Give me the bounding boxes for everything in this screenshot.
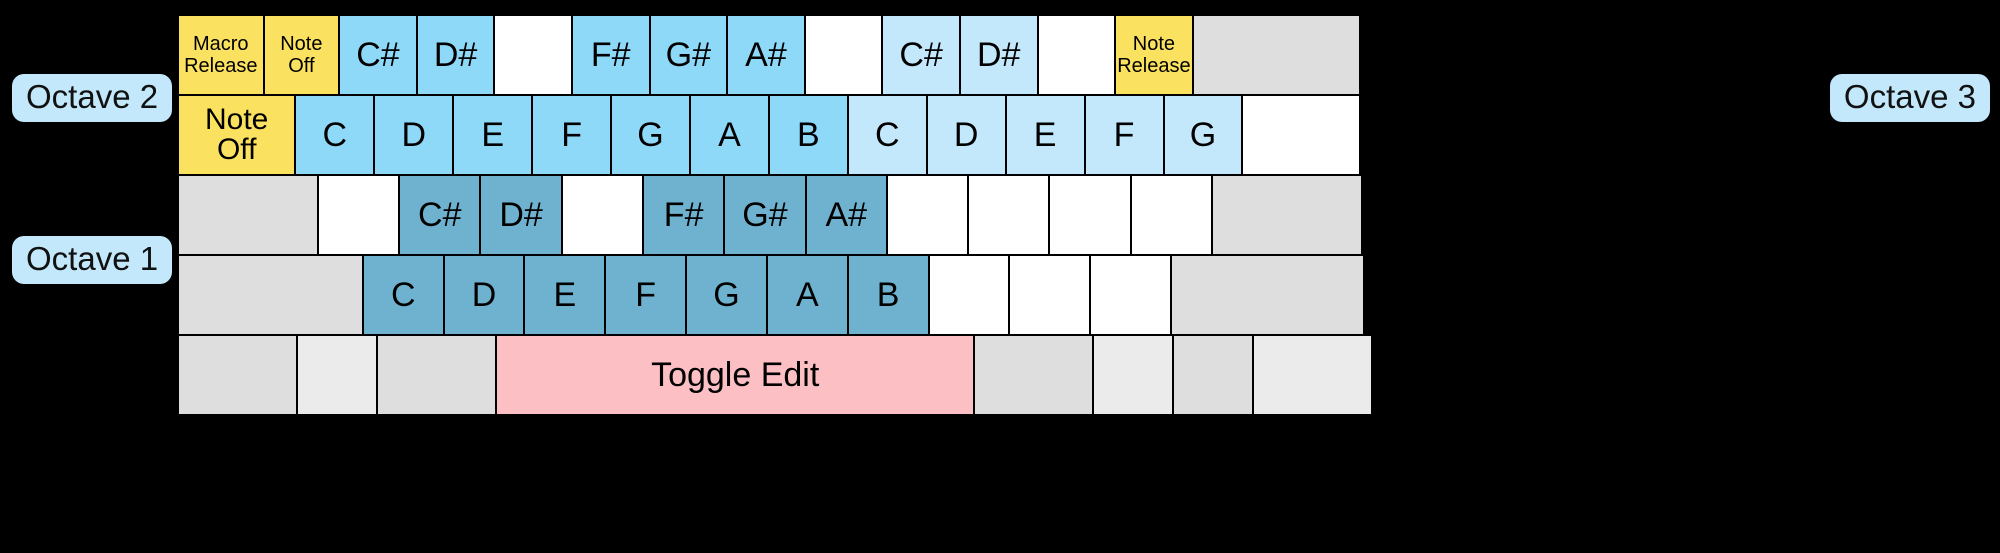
- key-b[interactable]: B: [846, 254, 930, 336]
- key-note-off[interactable]: Note Off: [177, 94, 297, 176]
- key-a[interactable]: A: [765, 254, 849, 336]
- key-a-sharp[interactable]: A#: [726, 14, 806, 96]
- key-f[interactable]: F: [1083, 94, 1165, 176]
- key-blank-r1-c5: [493, 14, 573, 96]
- key-c[interactable]: C: [846, 94, 928, 176]
- key-blank-r1-c9: [803, 14, 884, 96]
- key-d[interactable]: D: [925, 94, 1007, 176]
- key-blank-r4-c10: [1008, 254, 1092, 336]
- octave-label-left-top: Octave 2: [12, 74, 173, 122]
- key-blank-r3-c9: [885, 174, 970, 256]
- key-blank-r5-c2: [296, 334, 378, 416]
- key-toggle-edit[interactable]: Toggle Edit: [495, 334, 975, 416]
- octave-label-left-bottom: Octave 1: [12, 236, 173, 284]
- key-g-sharp[interactable]: G#: [723, 174, 807, 256]
- key-blank-r5-c7: [1171, 334, 1254, 416]
- key-blank-r5-c3: [375, 334, 498, 416]
- key-d-sharp[interactable]: D#: [479, 174, 563, 256]
- key-blank-r4-c1: [177, 254, 364, 336]
- key-g[interactable]: G: [1162, 94, 1244, 176]
- key-a-sharp[interactable]: A#: [804, 174, 888, 256]
- key-g-sharp[interactable]: G#: [648, 14, 729, 96]
- key-blank-r5-c6: [1092, 334, 1174, 416]
- key-blank-r1-c12: [1036, 14, 1117, 96]
- key-blank-r3-c11: [1048, 174, 1132, 256]
- key-note-off[interactable]: Note Off: [262, 14, 341, 96]
- key-c-sharp[interactable]: C#: [398, 174, 482, 256]
- key-e[interactable]: E: [523, 254, 607, 336]
- key-f-sharp[interactable]: F#: [570, 14, 651, 96]
- key-blank-r1-c14: [1191, 14, 1361, 96]
- octave-label-right: Octave 3: [1829, 74, 1990, 122]
- key-blank-r3-c13: [1211, 174, 1363, 256]
- key-f-sharp[interactable]: F#: [642, 174, 726, 256]
- key-blank-r4-c11: [1089, 254, 1172, 336]
- key-d-sharp[interactable]: D#: [415, 14, 496, 96]
- key-blank-r3-c1: [177, 174, 319, 256]
- key-c[interactable]: C: [361, 254, 445, 336]
- key-g[interactable]: G: [610, 94, 691, 176]
- key-blank-r3-c10: [967, 174, 1051, 256]
- key-blank-r2-c14: [1241, 94, 1361, 176]
- octave1-sharps-row: C#D# F#G#A#: [177, 174, 1388, 256]
- key-blank-r5-c8: [1251, 334, 1373, 416]
- key-note-release[interactable]: Note Release: [1114, 14, 1194, 96]
- key-blank-r3-c2: [316, 174, 401, 256]
- bottom-row: Toggle Edit: [177, 334, 1388, 416]
- key-blank-r5-c5: [972, 334, 1095, 416]
- key-c[interactable]: C: [294, 94, 376, 176]
- key-e[interactable]: E: [452, 94, 534, 176]
- key-c-sharp[interactable]: C#: [881, 14, 961, 96]
- key-f[interactable]: F: [604, 254, 688, 336]
- key-a[interactable]: A: [688, 94, 770, 176]
- key-blank-r3-c12: [1129, 174, 1214, 256]
- key-f[interactable]: F: [531, 94, 613, 176]
- key-c-sharp[interactable]: C#: [338, 14, 418, 96]
- key-blank-r5-c1: [177, 334, 299, 416]
- key-blank-r4-c12: [1169, 254, 1365, 336]
- key-d[interactable]: D: [442, 254, 526, 336]
- key-g[interactable]: G: [685, 254, 768, 336]
- key-e[interactable]: E: [1004, 94, 1086, 176]
- key-b[interactable]: B: [767, 94, 849, 176]
- key-d[interactable]: D: [373, 94, 455, 176]
- key-blank-r4-c9: [927, 254, 1011, 336]
- key-macro-release[interactable]: Macro Release: [177, 14, 265, 96]
- key-blank-r3-c5: [560, 174, 644, 256]
- key-d-sharp[interactable]: D#: [958, 14, 1039, 96]
